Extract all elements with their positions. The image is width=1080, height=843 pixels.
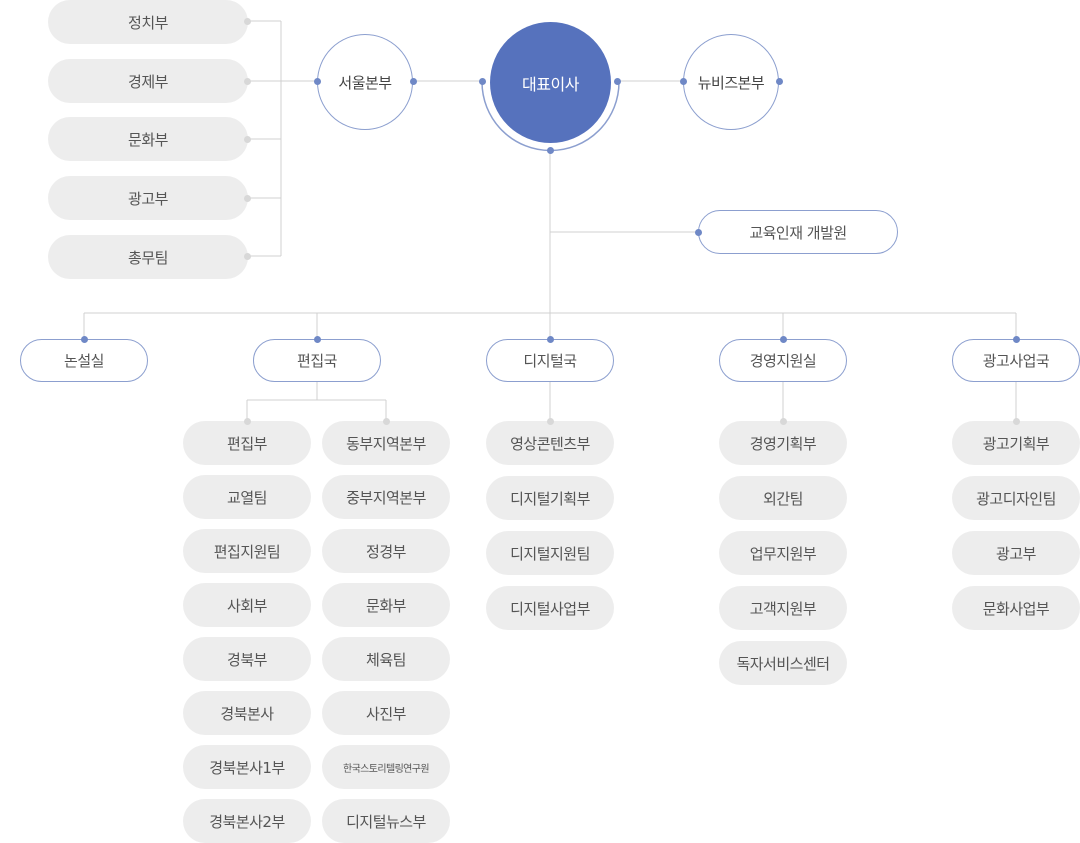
news-dept: 동부지역본부 <box>322 421 450 465</box>
connector-dot <box>244 78 251 85</box>
connector-dot <box>244 18 251 25</box>
connector-dot <box>547 418 554 425</box>
connector-dot <box>244 418 251 425</box>
digital-dept: 디지털기획부 <box>486 476 614 520</box>
digital-dept: 디지털사업부 <box>486 586 614 630</box>
connector-dot <box>383 418 390 425</box>
connector-dot <box>780 418 787 425</box>
connector-dot <box>479 78 486 85</box>
news-dept: 교열팀 <box>183 475 311 519</box>
seoul-dept: 총무팀 <box>48 235 248 279</box>
connector-dot <box>81 336 88 343</box>
connector-dot <box>695 229 702 236</box>
digital-dept: 영상콘텐츠부 <box>486 421 614 465</box>
management-dept: 고객지원부 <box>719 586 847 630</box>
division-ad-business: 광고사업국 <box>952 339 1080 382</box>
management-dept: 경영기획부 <box>719 421 847 465</box>
news-dept: 디지털뉴스부 <box>322 799 450 843</box>
connector-dot <box>1013 336 1020 343</box>
education-institute-node: 교육인재 개발원 <box>698 210 898 254</box>
ad-dept: 광고부 <box>952 531 1080 575</box>
news-dept: 사회부 <box>183 583 311 627</box>
connector-dot <box>244 195 251 202</box>
division-editorial-board: 논설실 <box>20 339 148 382</box>
connector-dot <box>1013 418 1020 425</box>
connector-dot <box>680 78 687 85</box>
news-dept: 경북부 <box>183 637 311 681</box>
news-dept: 한국스토리텔링연구원 <box>322 745 450 789</box>
management-dept: 독자서비스센터 <box>719 641 847 685</box>
connector-dot <box>314 336 321 343</box>
division-digital: 디지털국 <box>486 339 614 382</box>
connector-dot <box>314 78 321 85</box>
connector-dot <box>547 336 554 343</box>
management-dept: 업무지원부 <box>719 531 847 575</box>
connector-dot <box>614 78 621 85</box>
ad-dept: 광고기획부 <box>952 421 1080 465</box>
news-dept: 경북본사2부 <box>183 799 311 843</box>
seoul-dept: 광고부 <box>48 176 248 220</box>
connector-dot <box>244 136 251 143</box>
connector-dot <box>780 336 787 343</box>
ad-dept: 광고디자인팀 <box>952 476 1080 520</box>
seoul-dept: 문화부 <box>48 117 248 161</box>
news-dept: 문화부 <box>322 583 450 627</box>
news-dept: 사진부 <box>322 691 450 735</box>
news-dept: 중부지역본부 <box>322 475 450 519</box>
division-management: 경영지원실 <box>719 339 847 382</box>
ad-dept: 문화사업부 <box>952 586 1080 630</box>
division-news: 편집국 <box>253 339 381 382</box>
seoul-dept: 정치부 <box>48 0 248 44</box>
news-dept: 정경부 <box>322 529 450 573</box>
news-dept: 편집부 <box>183 421 311 465</box>
news-dept: 체육팀 <box>322 637 450 681</box>
seoul-dept: 경제부 <box>48 59 248 103</box>
news-dept: 편집지원팀 <box>183 529 311 573</box>
newbiz-hq-node: 뉴비즈본부 <box>683 34 779 130</box>
connector-dot <box>410 78 417 85</box>
connector-dot <box>547 147 554 154</box>
news-dept: 경북본사1부 <box>183 745 311 789</box>
news-dept: 경북본사 <box>183 691 311 735</box>
management-dept: 외간팀 <box>719 476 847 520</box>
connector-dot <box>244 253 251 260</box>
seoul-hq-node: 서울본부 <box>317 34 413 130</box>
ceo-ring-arc <box>481 81 620 152</box>
ceo-node: 대표이사 <box>490 22 611 143</box>
connector-dot <box>776 78 783 85</box>
digital-dept: 디지털지원팀 <box>486 531 614 575</box>
